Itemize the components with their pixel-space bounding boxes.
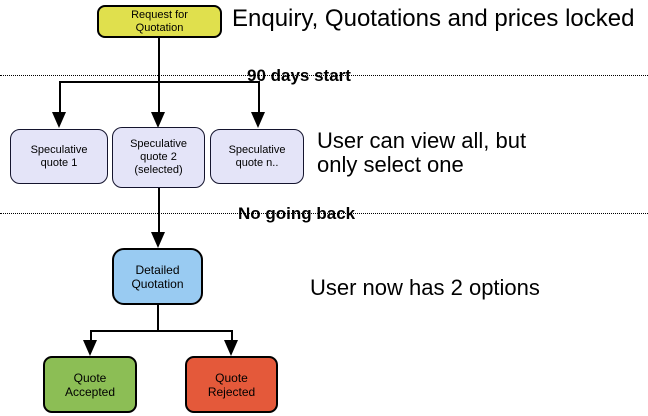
node-speculative-quote-1: Speculative quote 1 <box>10 129 108 184</box>
node-quote-rejected: Quote Rejected <box>185 356 278 413</box>
divider-no-going-back <box>0 213 648 214</box>
connector-accept-stub <box>90 330 92 341</box>
label-90-days-start: 90 days start <box>247 66 351 85</box>
node-quote-accepted: Quote Accepted <box>43 356 137 413</box>
divider-90-days <box>0 75 648 76</box>
note-user-can-view: User can view all, but only select one <box>317 128 527 177</box>
arrowhead-down-icon <box>151 232 165 248</box>
node-speculative-quote-n: Speculative quote n.. <box>210 129 304 184</box>
connector-detailed-stem <box>157 305 159 332</box>
node-request-for-quotation: Request for Quotation <box>97 5 222 38</box>
headline-enquiry-note: Enquiry, Quotations and prices locked <box>232 5 635 32</box>
arrowhead-down-icon <box>251 112 265 128</box>
note-user-options: User now has 2 options <box>310 275 540 300</box>
node-speculative-quote-2-selected: Speculative quote 2 (selected) <box>112 127 205 188</box>
connector-branch-mid-stub <box>158 81 160 112</box>
connector-branch-right-stub <box>258 81 260 112</box>
connector-request-stem <box>158 38 160 82</box>
label-no-going-back: No going back <box>238 204 356 223</box>
connector-branch-bottom <box>90 330 233 332</box>
arrowhead-down-icon <box>52 112 66 128</box>
arrowhead-down-icon <box>83 340 97 356</box>
arrowhead-down-icon <box>224 340 238 356</box>
connector-reject-stub <box>231 330 233 341</box>
connector-selected-stem <box>158 187 160 233</box>
connector-branch-left-stub <box>59 81 61 112</box>
node-detailed-quotation: Detailed Quotation <box>112 248 203 305</box>
arrowhead-down-icon <box>151 112 165 128</box>
